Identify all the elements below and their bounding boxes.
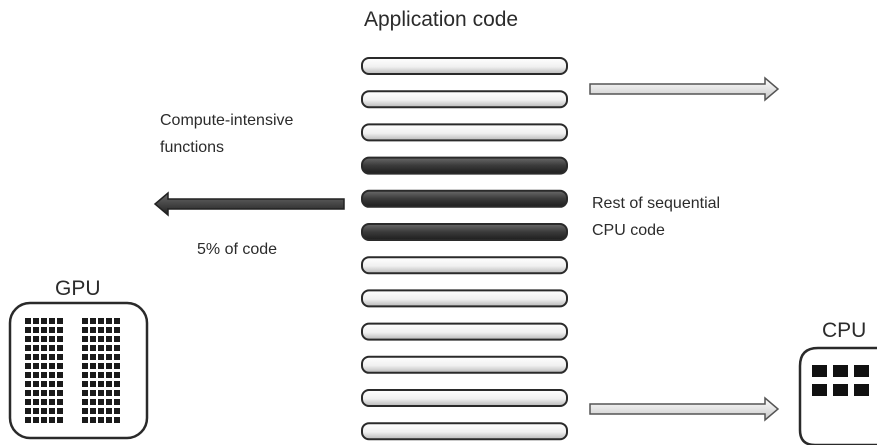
percent-of-code-label: 5% of code bbox=[197, 241, 278, 258]
code-block-stack bbox=[361, 57, 568, 441]
sequential-code-block bbox=[361, 123, 568, 142]
sequential-code-block bbox=[361, 322, 568, 341]
compute-intensive-code-block bbox=[361, 189, 568, 208]
arrow-to-cpu-top bbox=[589, 76, 780, 102]
arrow-to-cpu-bottom bbox=[589, 396, 780, 422]
gpu-label: GPU bbox=[55, 277, 101, 300]
sequential-code-block bbox=[361, 256, 568, 275]
compute-intensive-code-block bbox=[361, 223, 568, 241]
arrow-to-gpu bbox=[153, 191, 345, 217]
sequential-code-block bbox=[361, 422, 568, 441]
compute-intensive-label: Compute-intensive functions bbox=[160, 112, 294, 156]
sequential-code-block bbox=[361, 355, 568, 374]
sequential-code-block bbox=[361, 57, 568, 75]
application-code-title: Application code bbox=[364, 8, 519, 31]
rest-of-code-label: Rest of sequential CPU code bbox=[592, 195, 721, 239]
compute-intensive-code-block bbox=[361, 156, 568, 175]
cpu-label: CPU bbox=[822, 319, 867, 342]
sequential-code-block bbox=[361, 389, 568, 407]
sequential-code-block bbox=[361, 90, 568, 109]
gpu-chip-icon bbox=[8, 301, 149, 440]
sequential-code-block bbox=[361, 289, 568, 308]
cpu-chip-icon bbox=[798, 346, 877, 445]
